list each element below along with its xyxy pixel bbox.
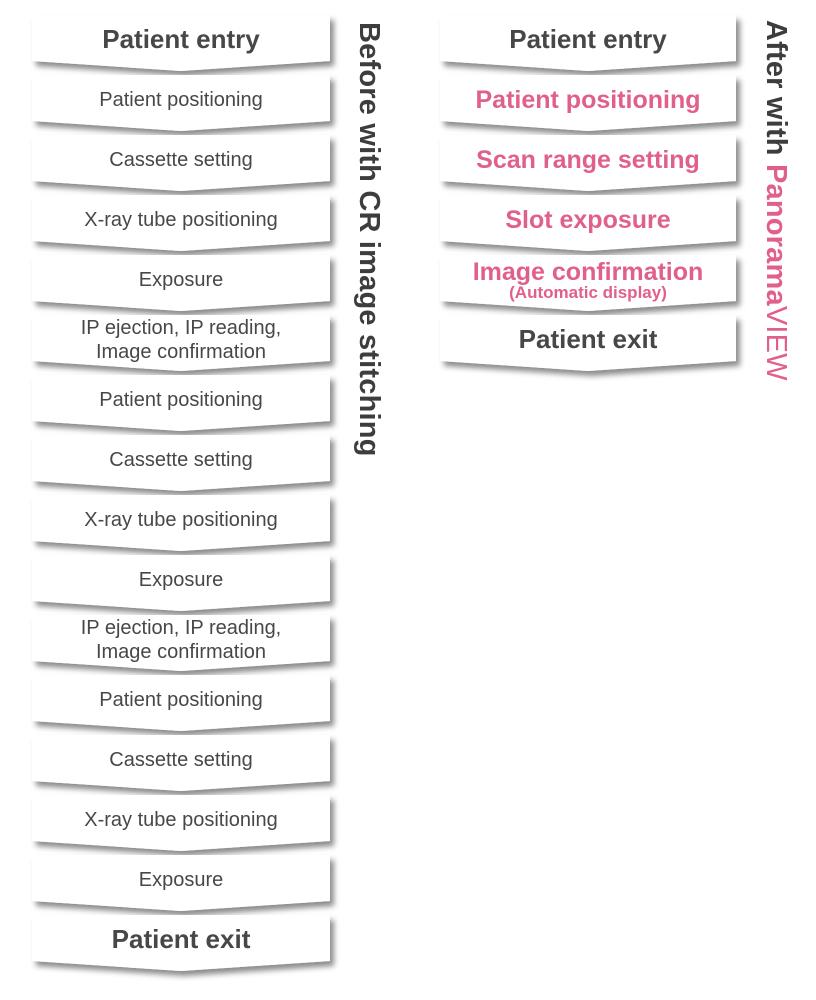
flow-step: Patient exit [32, 915, 330, 979]
flow-step: Cassette setting [32, 135, 330, 199]
flow-step: Patient exit [440, 315, 736, 379]
step-label-text: IP ejection, IP reading, [80, 617, 282, 639]
step-label-text: Exposure [138, 568, 224, 591]
flow-step: X-ray tube positioning [32, 195, 330, 259]
step-label: Cassette setting [32, 435, 330, 485]
after-title-prefix: After with [760, 20, 792, 164]
step-label: IP ejection, IP reading,Image confirmati… [32, 615, 330, 665]
step-label-text: X-ray tube positioning [84, 508, 278, 531]
step-label-text: Patient positioning [475, 85, 701, 114]
chevron-box [32, 615, 330, 671]
step-label: Exposure [32, 555, 330, 605]
step-sublabel: (Automatic display) [509, 283, 667, 303]
chevron-box [440, 315, 736, 371]
chevron-box [32, 15, 330, 71]
step-label: Slot exposure [440, 195, 736, 245]
chevron-box [440, 75, 736, 131]
chevron-box [32, 855, 330, 911]
chevron-box [32, 555, 330, 611]
step-label-text: Patient exit [518, 324, 658, 355]
step-label-text: Patient positioning [99, 388, 263, 411]
brand-view: VIEW [760, 305, 792, 381]
step-label: Patient entry [32, 15, 330, 65]
flow-step: Exposure [32, 255, 330, 319]
chevron-box [32, 675, 330, 731]
step-label-text: Exposure [138, 268, 224, 291]
step-label: Patient exit [32, 915, 330, 965]
chevron-box [32, 75, 330, 131]
chevron-box [32, 375, 330, 431]
step-label: X-ray tube positioning [32, 795, 330, 845]
chevron-box [32, 135, 330, 191]
flow-step: Cassette setting [32, 735, 330, 799]
step-label-text: X-ray tube positioning [84, 208, 278, 231]
chevron-box [32, 495, 330, 551]
chevron-box [440, 255, 736, 311]
flow-step: Exposure [32, 855, 330, 919]
chevron-box [32, 255, 330, 311]
step-label-text-line2: Image confirmation [95, 341, 267, 363]
chevron-box [32, 735, 330, 791]
step-label: Cassette setting [32, 735, 330, 785]
chevron-box [32, 435, 330, 491]
step-label: Patient exit [440, 315, 736, 365]
step-label-text: Cassette setting [109, 448, 253, 471]
flow-step: Slot exposure [440, 195, 736, 259]
flow-step: X-ray tube positioning [32, 795, 330, 859]
step-label: X-ray tube positioning [32, 495, 330, 545]
step-label-text: Patient positioning [99, 688, 263, 711]
brand-panorama: Panorama [760, 163, 792, 306]
flow-step: Patient positioning [32, 675, 330, 739]
chevron-box [32, 195, 330, 251]
flow-step: Exposure [32, 555, 330, 619]
chevron-box [440, 135, 736, 191]
step-label: Patient entry [440, 15, 736, 65]
flow-step: IP ejection, IP reading,Image confirmati… [32, 315, 330, 379]
step-label: Patient positioning [32, 675, 330, 725]
step-label-text: Patient entry [509, 24, 667, 55]
step-label-text: Slot exposure [505, 205, 671, 234]
step-label: Patient positioning [32, 75, 330, 125]
step-label-text: Patient entry [102, 24, 260, 55]
flow-step: Patient entry [32, 15, 330, 79]
step-label: X-ray tube positioning [32, 195, 330, 245]
flow-step: Cassette setting [32, 435, 330, 499]
step-label-text: Cassette setting [109, 748, 253, 771]
step-label-text: Cassette setting [109, 148, 253, 171]
chevron-box [32, 315, 330, 371]
step-label: Image confirmation(Automatic display) [440, 255, 736, 305]
step-label: Patient positioning [440, 75, 736, 125]
after-title: After with PanoramaVIEW [759, 20, 792, 381]
step-label-text: Exposure [138, 868, 224, 891]
step-label: IP ejection, IP reading,Image confirmati… [32, 315, 330, 365]
step-label: Cassette setting [32, 135, 330, 185]
step-label: Patient positioning [32, 375, 330, 425]
step-label-text-line2: Image confirmation [95, 641, 267, 663]
step-label-text: Patient exit [111, 924, 251, 955]
step-label-text: Patient positioning [99, 88, 263, 111]
chevron-box [32, 795, 330, 851]
flow-step: X-ray tube positioning [32, 495, 330, 559]
step-label: Exposure [32, 855, 330, 905]
flow-step: Patient positioning [32, 375, 330, 439]
flow-step: Patient entry [440, 15, 736, 79]
flow-step: Patient positioning [32, 75, 330, 139]
step-label-text: X-ray tube positioning [84, 808, 278, 831]
step-label-text: IP ejection, IP reading, [80, 317, 282, 339]
chevron-box [440, 15, 736, 71]
chevron-box [32, 915, 330, 971]
flow-step: Image confirmation(Automatic display) [440, 255, 736, 319]
step-label: Exposure [32, 255, 330, 305]
flow-step: Scan range setting [440, 135, 736, 199]
chevron-box [440, 195, 736, 251]
step-label: Scan range setting [440, 135, 736, 185]
step-label-text: Scan range setting [476, 145, 700, 174]
before-title: Before with CR image stitching [353, 22, 385, 457]
flow-step: Patient positioning [440, 75, 736, 139]
step-label-text: Image confirmation [472, 257, 704, 286]
flow-step: IP ejection, IP reading,Image confirmati… [32, 615, 330, 679]
